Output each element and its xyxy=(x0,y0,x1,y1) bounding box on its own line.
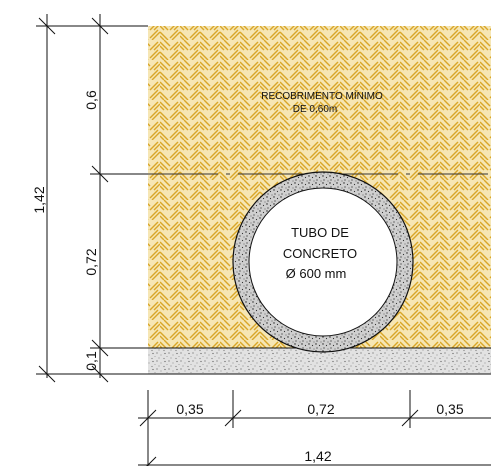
dim-vertical-pipe: 0,72 xyxy=(83,248,99,275)
vertical-dimensions xyxy=(36,14,148,383)
horizontal-dimensions xyxy=(138,390,491,466)
pipe-label-line3: Ø 600 mm xyxy=(286,266,347,281)
dim-horizontal-middle: 0,72 xyxy=(307,401,334,417)
dim-vertical-base: 0,1 xyxy=(83,351,99,371)
pipe-bore xyxy=(248,187,398,337)
dim-horizontal-right: 0,35 xyxy=(436,401,463,417)
dim-vertical-total: 1,42 xyxy=(31,186,47,213)
pipe-label-line1: TUBO DE xyxy=(291,225,349,240)
cover-note-line2: DE 0,60m xyxy=(293,104,337,115)
dim-vertical-cover: 0,6 xyxy=(83,90,99,110)
dim-horizontal-left: 0,35 xyxy=(176,401,203,417)
cover-note-line1: RECOBRIMENTO MÍNIMO xyxy=(261,89,383,102)
dim-horizontal-total: 1,42 xyxy=(304,448,331,464)
pipe-label-line2: CONCRETO xyxy=(283,246,357,261)
